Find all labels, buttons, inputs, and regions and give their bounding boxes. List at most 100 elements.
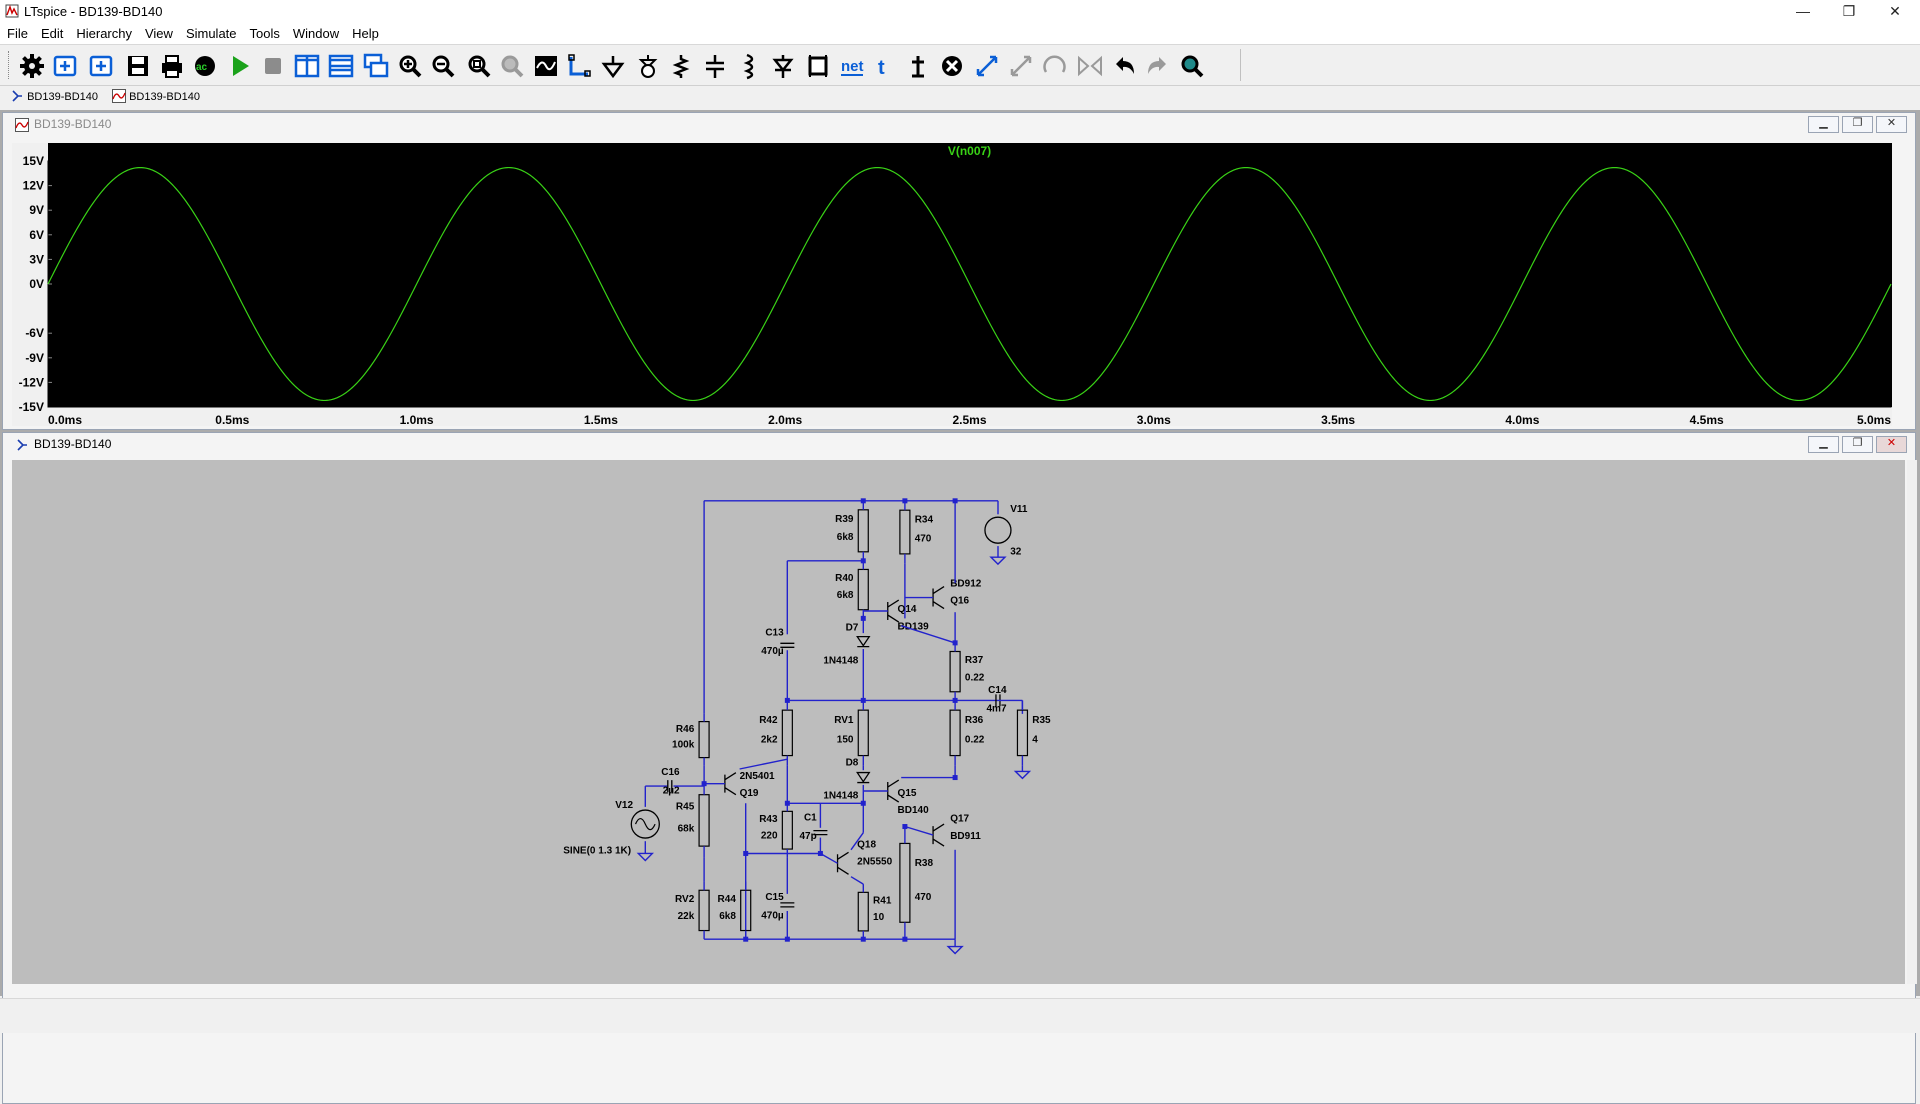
ref-q17[interactable]: Q17	[950, 814, 969, 825]
value-q18[interactable]: 2N5550	[857, 856, 892, 867]
value-r39[interactable]: 6k8	[837, 532, 854, 543]
resistor-r39[interactable]	[857, 509, 869, 553]
run-icon[interactable]	[226, 52, 254, 80]
ref-r43[interactable]: R43	[759, 814, 778, 825]
ref-r37[interactable]: R37	[965, 655, 984, 666]
value-q19[interactable]: 2N5401	[740, 771, 775, 782]
ground-symbol[interactable]	[636, 852, 654, 862]
resistor-r37[interactable]	[949, 650, 961, 693]
ref-c14[interactable]: C14	[988, 685, 1007, 696]
ref-q14[interactable]: Q14	[898, 604, 917, 615]
value-r37[interactable]: 0.22	[965, 672, 985, 683]
resistor-r40[interactable]	[857, 568, 869, 611]
menu-simulate[interactable]: Simulate	[185, 26, 237, 41]
close-button[interactable]: ✕	[1889, 3, 1901, 19]
spice-directive-icon[interactable]	[904, 52, 932, 80]
ref-c1[interactable]: C1	[804, 812, 817, 823]
value-d7[interactable]: 1N4148	[823, 656, 858, 667]
resistor-r34[interactable]	[899, 509, 911, 555]
cascade-icon[interactable]	[362, 52, 390, 80]
value-c1[interactable]: 47p	[800, 831, 817, 842]
component-icon[interactable]	[804, 52, 832, 80]
menu-file[interactable]: File	[7, 26, 28, 41]
waveform-restore-button[interactable]: ❐	[1842, 116, 1873, 133]
waveform-minimize-button[interactable]: ▁	[1808, 116, 1839, 133]
value-v12[interactable]: SINE(0 1.3 1K)	[563, 845, 631, 856]
value-r44[interactable]: 6k8	[719, 911, 736, 922]
ref-r36[interactable]: R36	[965, 715, 984, 726]
delete-icon[interactable]	[938, 52, 966, 80]
value-q17[interactable]: BD911	[950, 831, 981, 842]
tile-horizontal-icon[interactable]	[327, 52, 355, 80]
ref-q19[interactable]: Q19	[740, 788, 759, 799]
ref-c16[interactable]: C16	[661, 767, 680, 778]
value-q16[interactable]: BD912	[950, 579, 982, 590]
resistor-rv2[interactable]	[698, 889, 710, 932]
resistor-r42[interactable]	[781, 709, 793, 757]
value-rv2[interactable]: 22k	[678, 911, 695, 922]
undo-icon[interactable]	[1110, 52, 1138, 80]
tab-schematic[interactable]: BD139-BD140	[10, 88, 98, 106]
halt-icon[interactable]	[259, 52, 287, 80]
inductor-icon[interactable]	[735, 52, 763, 80]
find-icon[interactable]	[1178, 52, 1206, 80]
zoom-fit-icon[interactable]	[465, 52, 493, 80]
ground-symbol[interactable]	[989, 556, 1007, 566]
schematic-window-titlebar[interactable]: BD139-BD140 ▁ ❐ ✕	[3, 433, 1915, 455]
ref-v12[interactable]: V12	[615, 800, 633, 811]
schematic-minimize-button[interactable]: ▁	[1808, 436, 1839, 453]
diode-d8[interactable]	[856, 771, 871, 784]
voltage-source-v11[interactable]	[984, 516, 1012, 544]
minimize-button[interactable]: —	[1796, 3, 1810, 19]
zoom-in-icon[interactable]	[396, 52, 424, 80]
transistor-q17[interactable]	[932, 823, 945, 847]
value-c16[interactable]: 2µ2	[663, 785, 680, 796]
value-c14[interactable]: 4m7	[987, 703, 1007, 714]
redo-icon[interactable]	[1144, 52, 1172, 80]
schematic-vertical-scrollbar[interactable]	[1907, 460, 1917, 984]
ref-q15[interactable]: Q15	[898, 788, 917, 799]
resistor-r46[interactable]	[698, 720, 710, 759]
value-r43[interactable]: 220	[761, 830, 778, 841]
spice-netlist-icon[interactable]: ac	[191, 52, 219, 80]
move-icon[interactable]	[973, 52, 1001, 80]
value-r38[interactable]: 470	[915, 892, 932, 903]
capacitor-c1[interactable]	[813, 830, 828, 836]
waveform-window-titlebar[interactable]: BD139-BD140 ▁ ❐ ✕	[3, 113, 1915, 135]
ref-r39[interactable]: R39	[835, 514, 854, 525]
menu-view[interactable]: View	[144, 26, 173, 41]
ref-v11[interactable]: V11	[1010, 504, 1028, 515]
value-c13[interactable]: 470µ	[761, 646, 784, 657]
zoom-out-icon[interactable]	[429, 52, 457, 80]
diode-d7[interactable]	[856, 635, 871, 648]
ref-d8[interactable]: D8	[846, 757, 859, 768]
ref-rv1[interactable]: RV1	[834, 715, 854, 726]
ref-rv2[interactable]: RV2	[675, 894, 695, 905]
trace-label[interactable]: V(n007)	[948, 144, 991, 158]
maximize-button[interactable]: ❐	[1842, 3, 1856, 19]
capacitor-c15[interactable]	[780, 902, 795, 908]
save-icon[interactable]	[124, 52, 152, 80]
value-r34[interactable]: 470	[915, 533, 932, 544]
ref-r38[interactable]: R38	[915, 858, 934, 869]
resistor-r43[interactable]	[781, 810, 793, 850]
value-rv1[interactable]: 150	[837, 735, 854, 746]
ground-icon[interactable]	[599, 52, 627, 80]
value-r45[interactable]: 68k	[678, 823, 695, 834]
mirror-icon[interactable]	[1076, 52, 1104, 80]
capacitor-c16[interactable]	[667, 780, 673, 793]
ref-r34[interactable]: R34	[915, 515, 934, 526]
menu-edit[interactable]: Edit	[40, 26, 64, 41]
ref-r40[interactable]: R40	[835, 573, 854, 584]
ref-r44[interactable]: R44	[718, 894, 737, 905]
value-r46[interactable]: 100k	[672, 739, 695, 750]
ref-r46[interactable]: R46	[676, 724, 695, 735]
ref-r45[interactable]: R45	[676, 801, 695, 812]
rotate-icon[interactable]	[1041, 52, 1069, 80]
wire-icon[interactable]	[565, 52, 593, 80]
drag-icon[interactable]	[1007, 52, 1035, 80]
ref-r42[interactable]: R42	[759, 715, 778, 726]
capacitor-icon[interactable]	[701, 52, 729, 80]
value-q15[interactable]: BD140	[898, 805, 930, 816]
